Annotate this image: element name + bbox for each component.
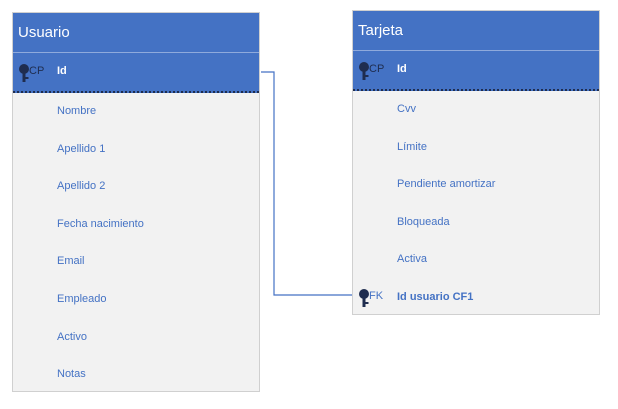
- field-name: Id usuario CF1: [397, 290, 474, 303]
- field-name: Notas: [57, 368, 86, 381]
- key-icon: [359, 288, 369, 307]
- entity-usuario[interactable]: Usuario CP Id Nombre Apellido 1 Apellido…: [12, 12, 260, 392]
- field-row[interactable]: Apellido 2: [13, 168, 259, 206]
- field-name: Apellido 1: [57, 142, 106, 155]
- entity-title: Usuario: [13, 13, 259, 53]
- field-name: Apellido 2: [57, 180, 106, 193]
- key-type-label: FK: [369, 289, 384, 302]
- primary-key-row[interactable]: CP Id: [13, 53, 259, 93]
- field-row[interactable]: Activa: [353, 241, 599, 279]
- key-type-label: CP: [29, 65, 45, 77]
- field-name: Id: [57, 65, 67, 77]
- key-icon: [359, 62, 369, 80]
- field-row[interactable]: Apellido 1: [13, 131, 259, 169]
- field-name: Cvv: [397, 103, 416, 115]
- field-name: Empleado: [57, 292, 107, 305]
- primary-key-row[interactable]: CP Id: [353, 51, 599, 91]
- field-row[interactable]: Límite: [353, 129, 599, 167]
- field-name: Bloqueada: [397, 215, 450, 228]
- entity-title: Tarjeta: [353, 11, 599, 51]
- key-type-label: CP: [369, 63, 385, 75]
- field-row[interactable]: Bloqueada: [353, 204, 599, 242]
- field-row[interactable]: Nombre: [13, 93, 259, 131]
- entity-tarjeta[interactable]: Tarjeta CP Id Cvv Límite Pendiente amort…: [352, 10, 600, 315]
- field-name: Nombre: [57, 105, 97, 117]
- field-row[interactable]: Pendiente amortizar: [353, 166, 599, 204]
- field-name: Activo: [57, 330, 87, 343]
- foreign-key-row[interactable]: FK Id usuario CF1: [353, 279, 599, 317]
- key-icon: [19, 64, 29, 82]
- field-row[interactable]: Activo: [13, 319, 259, 357]
- field-row[interactable]: Fecha nacimiento: [13, 206, 259, 244]
- field-row[interactable]: Empleado: [13, 281, 259, 319]
- field-row[interactable]: Email: [13, 243, 259, 281]
- field-name: Id: [397, 63, 407, 75]
- field-name: Activa: [397, 253, 427, 266]
- field-row[interactable]: Notas: [13, 356, 259, 394]
- field-row[interactable]: Cvv: [353, 91, 599, 129]
- field-name: Fecha nacimiento: [57, 217, 144, 230]
- field-name: Límite: [397, 140, 427, 153]
- field-name: Pendiente amortizar: [397, 178, 496, 191]
- field-name: Email: [57, 255, 85, 268]
